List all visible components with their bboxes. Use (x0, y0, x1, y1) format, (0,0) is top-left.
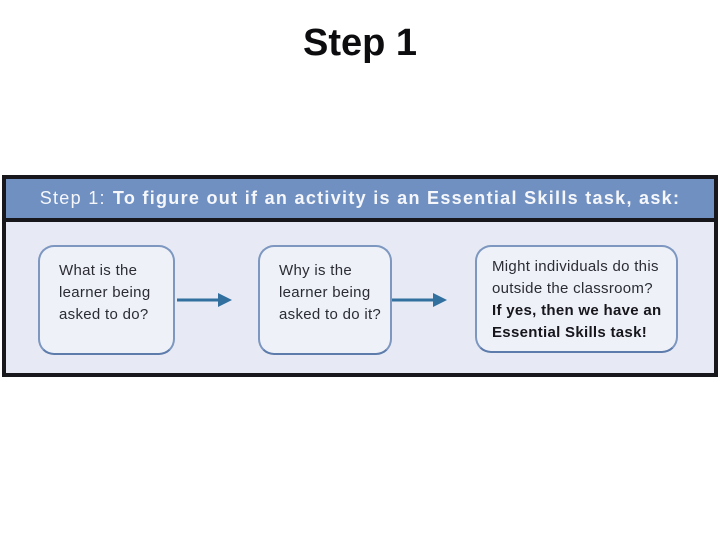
flow-box-why-line: asked to do it? (279, 306, 382, 323)
right-arrow-icon (177, 293, 232, 307)
flow-box-why: Why is the learner being asked to do it? (258, 245, 392, 355)
flow-box-what-line: learner being (59, 284, 151, 301)
flow-box-what-line: asked to do? (59, 306, 149, 323)
flow-diagram: Step 1: To figure out if an activity is … (2, 175, 718, 377)
flow-box-why-line: learner being (279, 284, 371, 301)
flow-box-outside-line: Essential Skills task! (492, 324, 648, 341)
flow-box-outside-classroom: Might individuals do this outside the cl… (475, 245, 678, 353)
flow-box-what-line: What is the (59, 262, 138, 279)
flow-box-why-line: Why is the (279, 262, 353, 279)
flow-box-outside-line: outside the classroom? (492, 280, 653, 297)
slide-title: Step 1 (302, 22, 418, 64)
diagram-header: Step 1: To figure out if an activity is … (6, 179, 714, 222)
right-arrow-icon (392, 293, 447, 307)
diagram-header-question: To figure out if an activity is an Essen… (112, 188, 681, 208)
flow-box-outside-line: Might individuals do this (492, 258, 659, 275)
flow-box-outside-line: If yes, then we have an (492, 302, 662, 319)
diagram-header-step-label: Step 1: (39, 188, 106, 208)
flow-box-what: What is the learner being asked to do? (38, 245, 175, 355)
